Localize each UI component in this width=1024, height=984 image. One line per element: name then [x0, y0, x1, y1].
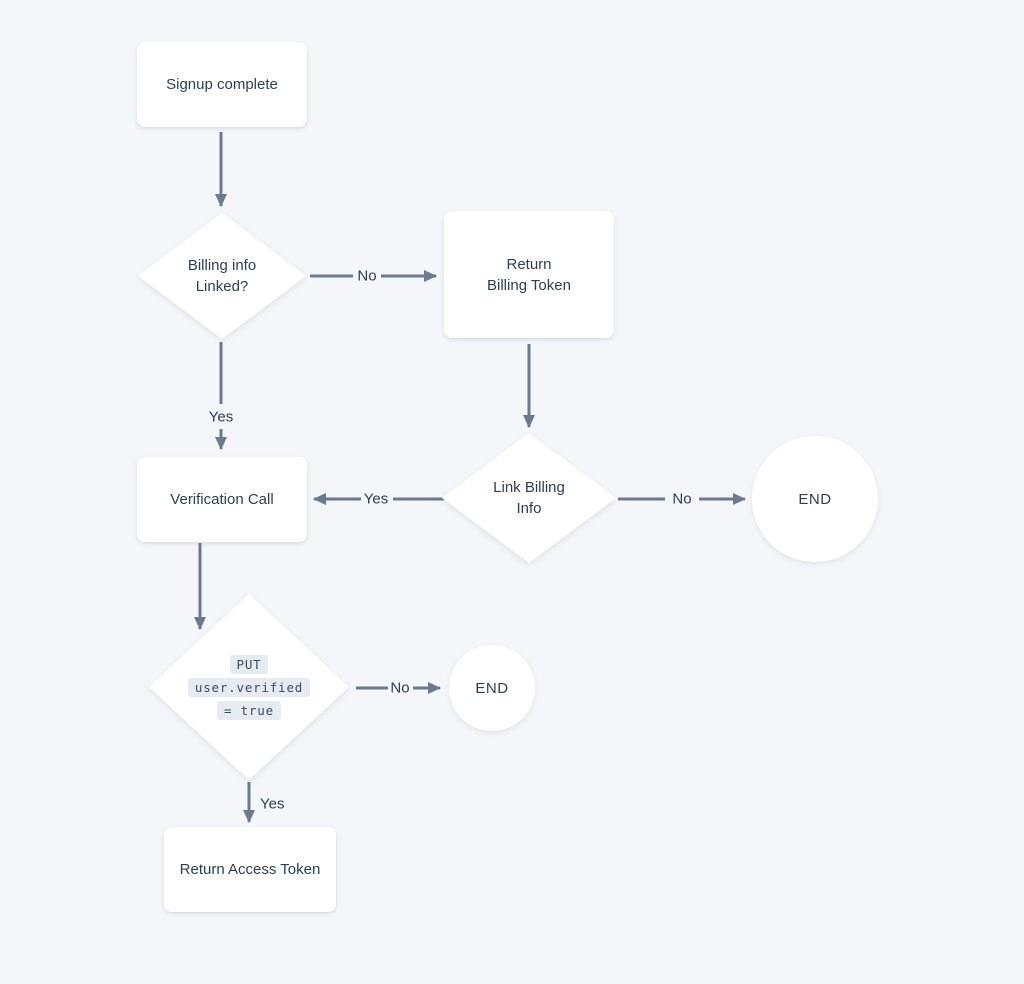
- edge-label-billing-yes: Yes: [208, 408, 234, 426]
- edge-label-put-no: No: [390, 679, 410, 697]
- edge-label-link-no: No: [672, 490, 692, 508]
- edge-label-billing-no: No: [357, 267, 377, 285]
- code-chip-put: PUT: [229, 654, 269, 674]
- edge-label-put-yes: Yes: [260, 795, 285, 813]
- node-return-billing-token[interactable]: Return Billing Token: [444, 211, 614, 338]
- node-return-billing-token-line1: Return: [506, 255, 552, 273]
- code-chip-group: PUT user.verified = true: [187, 654, 311, 720]
- node-link-billing-info[interactable]: Link Billing Info: [442, 433, 616, 563]
- decision-diamond-shape: Link Billing Info: [442, 433, 616, 563]
- node-end-2[interactable]: END: [449, 645, 535, 731]
- node-return-access-token-label: Return Access Token: [179, 861, 321, 878]
- decision-diamond-shape: Billing info Linked?: [138, 213, 306, 339]
- node-end-2-label: END: [475, 679, 509, 697]
- node-billing-info-linked[interactable]: Billing info Linked?: [138, 213, 306, 339]
- node-link-billing-info-line2: Info: [516, 500, 542, 517]
- node-billing-info-linked-line1: Billing info: [187, 257, 257, 274]
- decision-diamond-shape: PUT user.verified = true: [149, 594, 349, 780]
- node-verification-call-label: Verification Call: [170, 491, 274, 508]
- node-return-billing-token-line2: Billing Token: [487, 276, 571, 294]
- node-link-billing-info-line1: Link Billing: [493, 479, 565, 496]
- edge-label-link-yes: Yes: [363, 490, 389, 508]
- node-billing-info-linked-line2: Linked?: [195, 278, 249, 295]
- node-put-user-verified[interactable]: PUT user.verified = true: [149, 594, 349, 780]
- node-return-access-token[interactable]: Return Access Token: [164, 827, 336, 912]
- code-chip-true: = true: [217, 700, 281, 720]
- node-signup-complete-label: Signup complete: [166, 76, 278, 93]
- node-signup-complete[interactable]: Signup complete: [137, 42, 307, 127]
- node-end-1[interactable]: END: [752, 436, 878, 562]
- node-verification-call[interactable]: Verification Call: [137, 457, 307, 542]
- code-chip-user-verified: user.verified: [187, 677, 311, 697]
- node-end-1-label: END: [798, 490, 832, 508]
